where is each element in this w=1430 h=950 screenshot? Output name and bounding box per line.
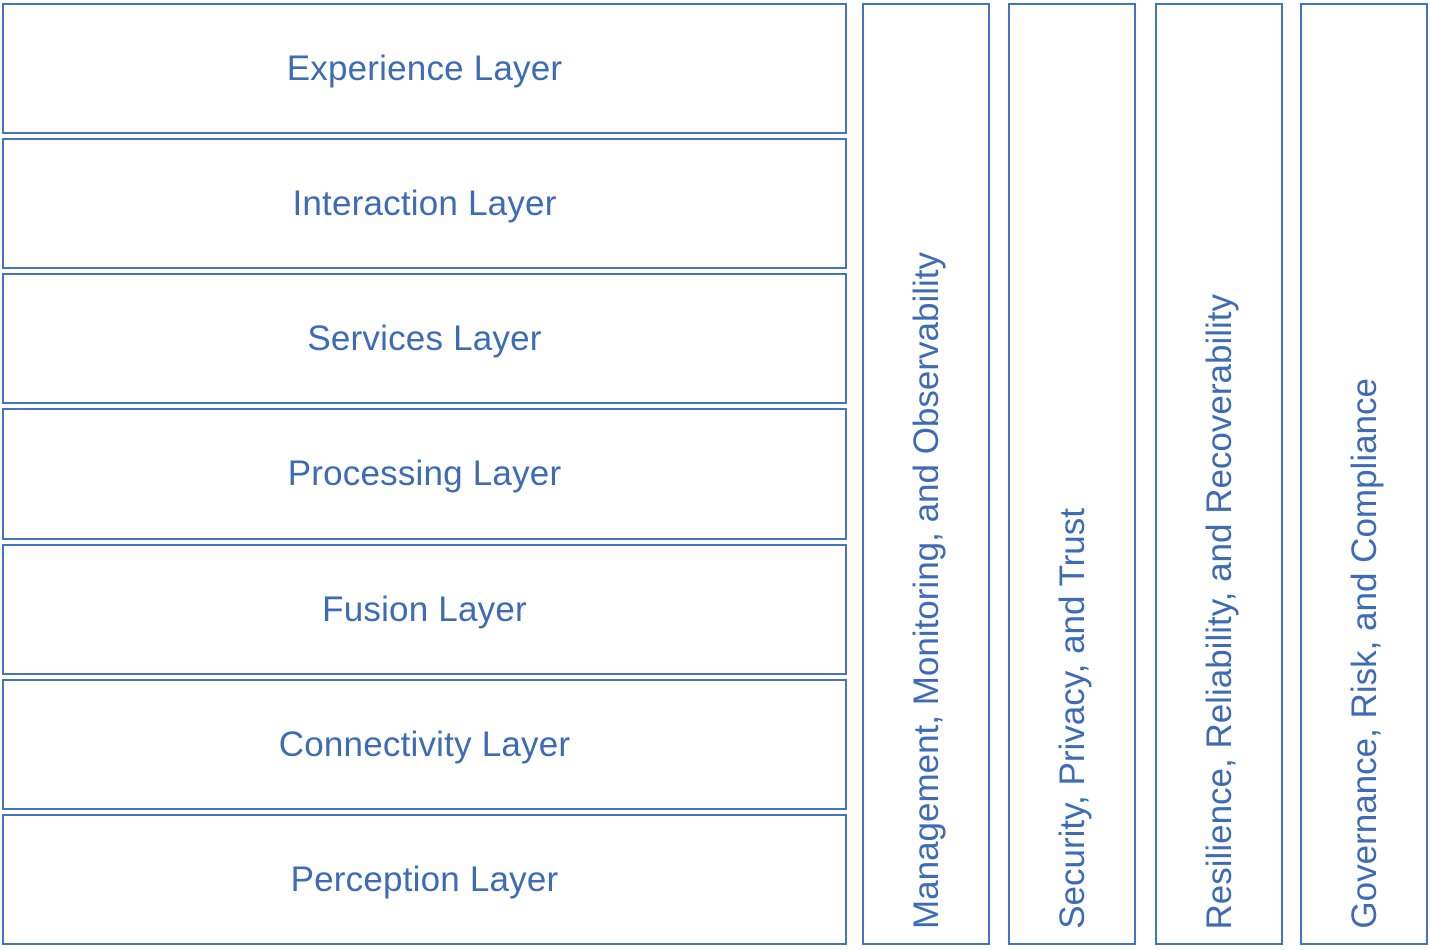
concern-column-resilience-reliability-recoverability[interactable]: Resilience, Reliability, and Recoverabil… bbox=[1155, 3, 1283, 945]
layer-box-experience[interactable]: Experience Layer bbox=[2, 3, 847, 135]
layer-box-processing[interactable]: Processing Layer bbox=[2, 408, 847, 540]
layer-box-interaction[interactable]: Interaction Layer bbox=[2, 138, 847, 270]
layer-box-services[interactable]: Services Layer bbox=[2, 273, 847, 405]
layer-label: Experience Layer bbox=[286, 49, 563, 89]
concern-column-governance-risk-compliance[interactable]: Governance, Risk, and Compliance bbox=[1300, 3, 1428, 945]
layer-box-fusion[interactable]: Fusion Layer bbox=[2, 543, 847, 675]
layer-stack: Experience Layer Interaction Layer Servi… bbox=[2, 3, 847, 945]
layer-label: Services Layer bbox=[307, 319, 542, 359]
layer-label: Interaction Layer bbox=[292, 184, 557, 224]
layer-label: Fusion Layer bbox=[322, 589, 527, 629]
concern-column-management-monitoring-observability[interactable]: Management, Monitoring, and Observabilit… bbox=[862, 3, 990, 945]
concern-column-label: Security, Privacy, and Trust bbox=[1052, 508, 1092, 929]
concern-column-label: Governance, Risk, and Compliance bbox=[1344, 378, 1384, 929]
concern-column-label: Resilience, Reliability, and Recoverabil… bbox=[1199, 293, 1239, 929]
layer-box-perception[interactable]: Perception Layer bbox=[2, 813, 847, 945]
concern-column-security-privacy-trust[interactable]: Security, Privacy, and Trust bbox=[1008, 3, 1136, 945]
layer-label: Processing Layer bbox=[287, 454, 562, 494]
concern-column-label: Management, Monitoring, and Observabilit… bbox=[906, 251, 946, 929]
layer-label: Connectivity Layer bbox=[278, 724, 571, 764]
layer-label: Perception Layer bbox=[290, 859, 559, 899]
layer-box-connectivity[interactable]: Connectivity Layer bbox=[2, 678, 847, 810]
